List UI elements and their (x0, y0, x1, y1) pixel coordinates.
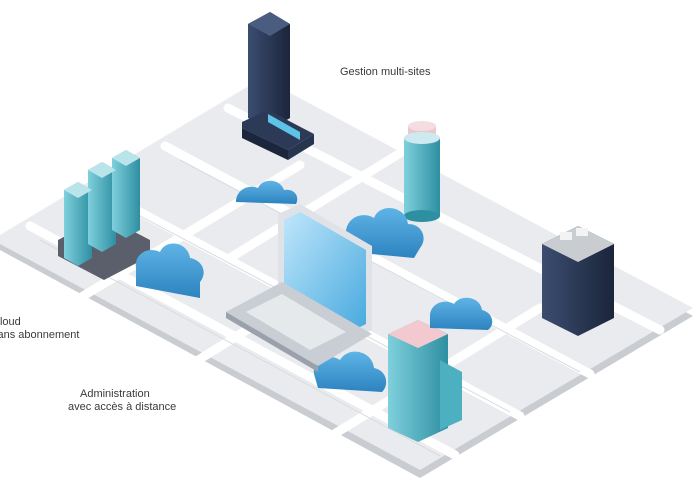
laptop-icon (226, 204, 372, 372)
cloud-label-line2: sans abonnement (0, 329, 80, 341)
cloud-label: Cloud sans abonnement (0, 316, 79, 342)
cloud-label-line1: Cloud (0, 316, 21, 328)
admin-label-line1: Administration (80, 388, 150, 400)
cloud-icon (430, 297, 493, 330)
multisite-label: Gestion multi-sites (340, 66, 431, 78)
admin-label: Administration avec accès à distance (68, 388, 176, 414)
cloud-icon (313, 351, 387, 392)
tower-icon (404, 121, 440, 222)
cloud-icon (236, 180, 298, 204)
tower-icon (242, 12, 314, 160)
tower-icon (542, 226, 614, 336)
cloud-icon (135, 243, 204, 298)
admin-label-line2: avec accès à distance (68, 401, 177, 413)
tower-icon (58, 150, 150, 280)
